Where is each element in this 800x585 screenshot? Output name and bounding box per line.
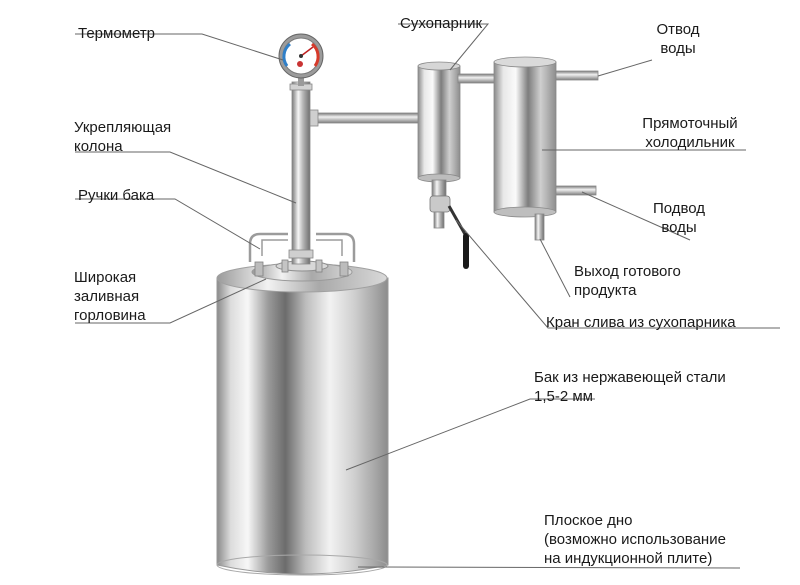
label-thermometer: Термометр: [78, 25, 156, 42]
thermometer-gauge: [278, 33, 324, 86]
column: [288, 81, 314, 265]
label-cooler: Прямоточный холодильник: [642, 115, 738, 151]
label-neck: Широкая заливная горловина: [74, 269, 146, 324]
label-water-in: Подвод воды: [652, 200, 706, 236]
label-column: Укрепляющая колона: [74, 119, 172, 155]
sukhoparnik: [417, 61, 461, 197]
label-bottom: Плоское дно (возможно использование на и…: [544, 512, 726, 567]
connector-pipe: [457, 73, 499, 84]
label-handles: Ручки бака: [78, 187, 155, 204]
tank-handles: [248, 232, 356, 262]
label-tank: Бак из нержавеющей стали 1,5-2 мм: [534, 369, 726, 405]
label-drain-valve: Кран слива из сухопарника: [546, 314, 736, 331]
vapor-pipe: [309, 109, 431, 127]
drain-valve: [429, 195, 469, 269]
tank: [216, 259, 389, 576]
label-sukhoparnik: Сухопарник: [400, 15, 483, 32]
label-water-out: Отвод воды: [656, 21, 700, 57]
cooler: [493, 56, 599, 241]
label-product-out: Выход готового продукта: [574, 263, 681, 299]
leader-lines: [75, 23, 780, 569]
